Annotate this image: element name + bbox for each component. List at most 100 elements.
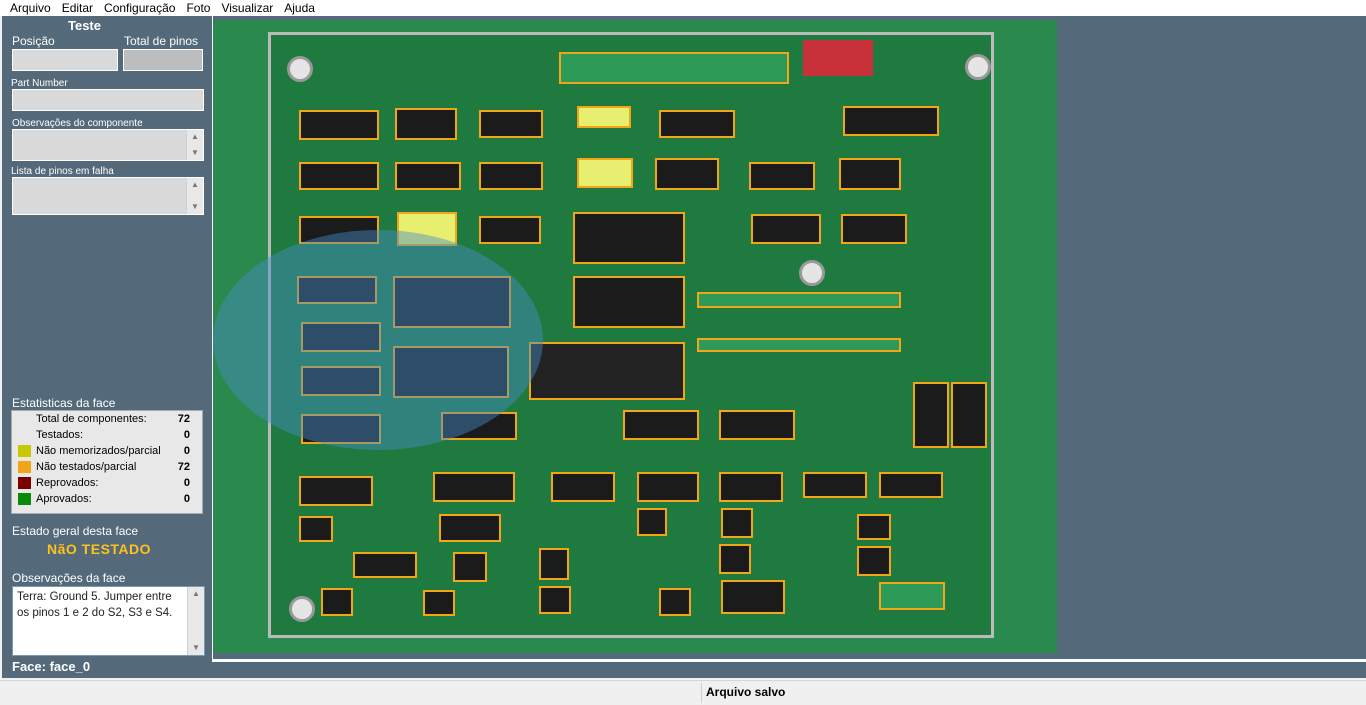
component-box[interactable]	[637, 472, 699, 502]
component-box[interactable]	[577, 106, 631, 128]
component-notes-label: Observações do componente	[12, 118, 143, 129]
stat-approved: Aprovados: 0	[12, 491, 202, 507]
component-box[interactable]	[395, 108, 457, 140]
component-box[interactable]	[721, 580, 785, 614]
pcb-photo[interactable]	[213, 20, 1057, 653]
component-box[interactable]	[301, 366, 381, 396]
component-box[interactable]	[573, 212, 685, 264]
component-box[interactable]	[857, 546, 891, 576]
menu-bar: Arquivo Editar Configuração Foto Visuali…	[0, 0, 1366, 16]
component-box[interactable]	[539, 548, 569, 580]
stat-failed-label: Reprovados:	[36, 477, 99, 489]
menu-visualizar[interactable]: Visualizar	[221, 1, 274, 15]
component-box[interactable]	[659, 110, 735, 138]
component-box[interactable]	[879, 582, 945, 610]
stats-box: Total de componentes: 72 Testados: 0 Não…	[11, 410, 203, 514]
component-box[interactable]	[297, 276, 377, 304]
menu-configuracao[interactable]: Configuração	[104, 1, 176, 15]
component-box[interactable]	[453, 552, 487, 582]
component-box[interactable]	[301, 414, 381, 444]
stat-approved-label: Aprovados:	[36, 493, 92, 505]
stat-tested: Testados: 0	[12, 427, 202, 443]
component-box[interactable]	[539, 586, 571, 614]
component-notes-field[interactable]: ▲▼	[12, 129, 204, 161]
component-box[interactable]	[479, 162, 543, 190]
position-label: Posição	[12, 34, 55, 48]
stat-total-value: 72	[177, 413, 190, 425]
component-notes-scrollbar[interactable]: ▲▼	[186, 130, 203, 160]
component-box[interactable]	[299, 216, 379, 244]
menu-editar[interactable]: Editar	[61, 1, 94, 15]
not-memorized-swatch	[18, 445, 31, 457]
component-box[interactable]	[751, 214, 821, 244]
component-box[interactable]	[479, 110, 543, 138]
component-box[interactable]	[803, 472, 867, 498]
failed-pins-label: Lista de pinos em falha	[11, 166, 114, 177]
face-notes-scrollbar[interactable]: ▲▼	[187, 587, 204, 655]
component-box[interactable]	[659, 588, 691, 616]
menu-foto[interactable]: Foto	[186, 1, 211, 15]
component-box[interactable]	[857, 514, 891, 540]
component-box[interactable]	[559, 52, 789, 84]
component-box[interactable]	[395, 162, 461, 190]
stat-not-memorized-value: 0	[183, 445, 190, 457]
component-box[interactable]	[439, 514, 501, 542]
component-box[interactable]	[479, 216, 541, 244]
failed-swatch	[18, 477, 31, 489]
component-box[interactable]	[577, 158, 633, 188]
mount-hole	[289, 596, 315, 622]
face-notes-field[interactable]: Terra: Ground 5. Jumper entre os pinos 1…	[12, 586, 205, 656]
component-box[interactable]	[697, 292, 901, 308]
stat-not-memorized-label: Não memorizados/parcial	[36, 445, 161, 457]
component-box[interactable]	[393, 276, 511, 328]
component-box[interactable]	[299, 476, 373, 506]
component-box[interactable]	[721, 508, 753, 538]
component-box[interactable]	[655, 158, 719, 190]
component-box[interactable]	[301, 322, 381, 352]
component-box[interactable]	[573, 276, 685, 328]
component-box[interactable]	[397, 212, 457, 246]
component-box[interactable]	[879, 472, 943, 498]
component-box[interactable]	[951, 382, 987, 448]
component-box[interactable]	[839, 158, 901, 190]
mount-hole	[287, 56, 313, 82]
component-box[interactable]	[529, 342, 685, 400]
menu-ajuda[interactable]: Ajuda	[284, 1, 315, 15]
component-box[interactable]	[637, 508, 667, 536]
component-box[interactable]	[299, 162, 379, 190]
component-box[interactable]	[841, 214, 907, 244]
part-number-field[interactable]	[12, 89, 204, 111]
scroll-up-icon[interactable]: ▲	[191, 180, 199, 189]
scroll-down-icon[interactable]: ▼	[192, 643, 200, 652]
component-box[interactable]	[299, 110, 379, 140]
scroll-down-icon[interactable]: ▼	[191, 202, 199, 211]
component-box[interactable]	[719, 472, 783, 502]
component-box[interactable]	[353, 552, 417, 578]
capacitor	[803, 40, 873, 76]
component-box[interactable]	[719, 410, 795, 440]
component-box[interactable]	[913, 382, 949, 448]
scroll-down-icon[interactable]: ▼	[191, 148, 199, 157]
component-box[interactable]	[321, 588, 353, 616]
component-box[interactable]	[299, 516, 333, 542]
overall-status-value: NãO TESTADO	[47, 541, 152, 557]
component-box[interactable]	[423, 590, 455, 616]
component-box[interactable]	[749, 162, 815, 190]
component-box[interactable]	[551, 472, 615, 502]
stat-tested-label: Testados:	[36, 429, 84, 441]
component-box[interactable]	[441, 412, 517, 440]
component-box[interactable]	[433, 472, 515, 502]
scroll-up-icon[interactable]: ▲	[191, 132, 199, 141]
failed-pins-list[interactable]: ▲▼	[12, 177, 204, 215]
component-box[interactable]	[719, 544, 751, 574]
menu-arquivo[interactable]: Arquivo	[10, 1, 51, 15]
component-box[interactable]	[697, 338, 901, 352]
scroll-up-icon[interactable]: ▲	[192, 589, 200, 598]
component-box[interactable]	[623, 410, 699, 440]
failed-pins-scrollbar[interactable]: ▲▼	[186, 178, 203, 214]
total-pins-field[interactable]	[123, 49, 203, 71]
component-box[interactable]	[393, 346, 509, 398]
status-bar: Arquivo salvo	[0, 680, 1366, 705]
position-field[interactable]	[12, 49, 118, 71]
component-box[interactable]	[843, 106, 939, 136]
